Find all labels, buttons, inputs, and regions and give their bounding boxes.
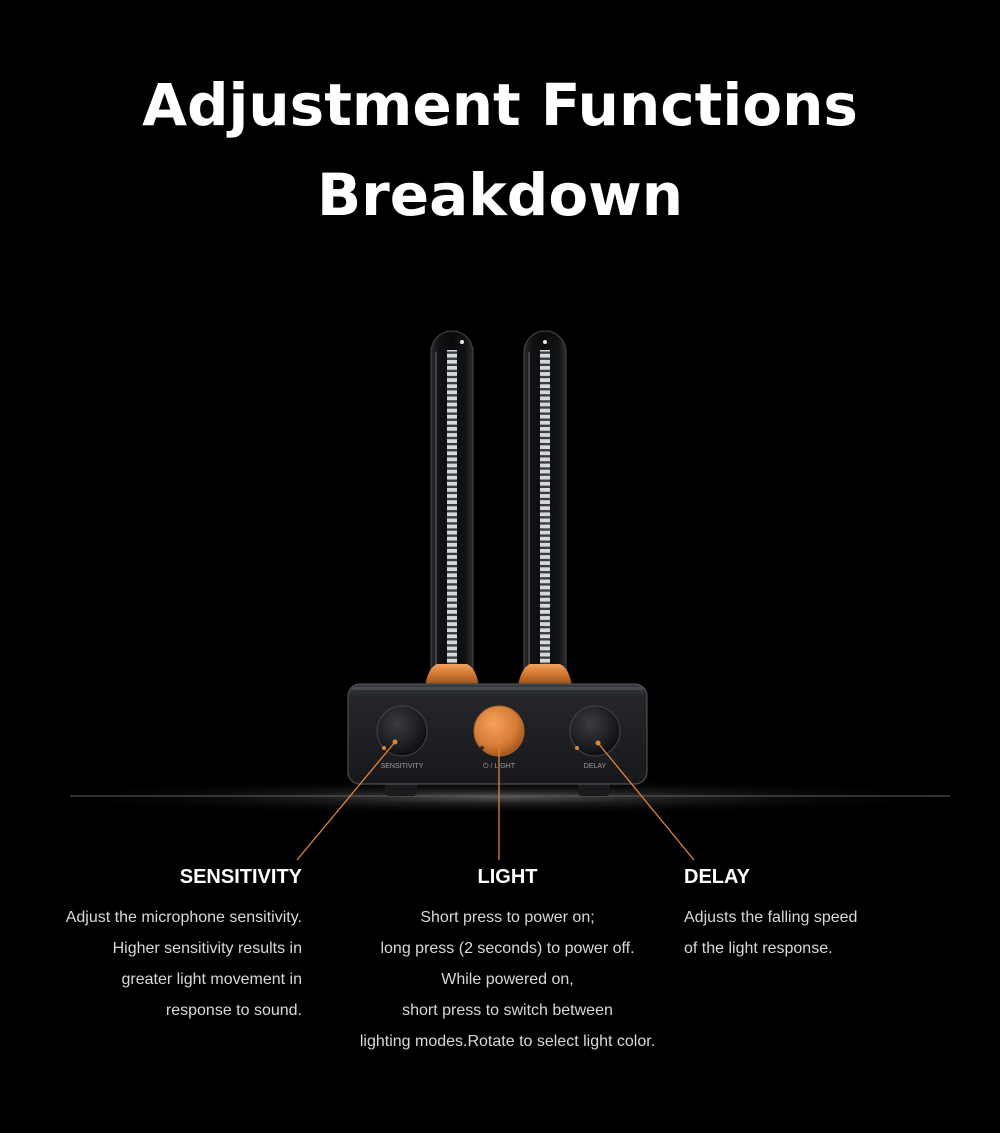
callout-description: Short press to power on; long press (2 s… <box>300 902 715 1057</box>
callout-description: Adjusts the falling speed of the light r… <box>684 902 857 964</box>
description-line: of the light response. <box>684 940 833 957</box>
callout-light: LIGHT Short press to power on; long pres… <box>300 866 715 1057</box>
description-line: long press (2 seconds) to power off. <box>380 940 635 957</box>
knob-label-delay: DELAY <box>584 763 607 770</box>
title-line-2: Breakdown <box>316 161 684 229</box>
sensitivity-knob <box>376 705 428 757</box>
delay-knob <box>569 705 621 757</box>
description-line: short press to switch between <box>402 1002 613 1019</box>
page-title: Adjustment Functions Breakdown <box>0 60 1000 240</box>
callout-heading: SENSITIVITY <box>179 866 302 888</box>
floor-line <box>70 795 950 797</box>
description-line: lighting modes.Rotate to select light co… <box>359 1033 656 1050</box>
callout-description: Adjust the microphone sensitivity. Highe… <box>66 902 302 1026</box>
description-line: Higher sensitivity results in <box>112 940 302 957</box>
leader-line-delay <box>597 742 695 861</box>
knob-label-sensitivity: SENSITIVITY <box>381 763 424 770</box>
description-line: Adjusts the falling speed <box>684 909 858 926</box>
callout-sensitivity: SENSITIVITY Adjust the microphone sensit… <box>66 866 302 1026</box>
description-line: Short press to power on; <box>420 909 595 926</box>
title-line-1: Adjustment Functions <box>142 71 858 139</box>
left-tube <box>425 330 479 686</box>
leader-line-sensitivity <box>296 741 396 861</box>
callout-delay: DELAY Adjusts the falling speed of the l… <box>684 866 857 964</box>
description-line: While powered on, <box>441 971 574 988</box>
description-line: response to sound. <box>165 1002 302 1019</box>
right-tube <box>518 330 572 686</box>
callout-heading: DELAY <box>684 866 750 888</box>
description-line: greater light movement in <box>121 971 302 988</box>
callout-heading: LIGHT <box>477 866 538 888</box>
description-line: Adjust the microphone sensitivity. <box>65 909 302 926</box>
